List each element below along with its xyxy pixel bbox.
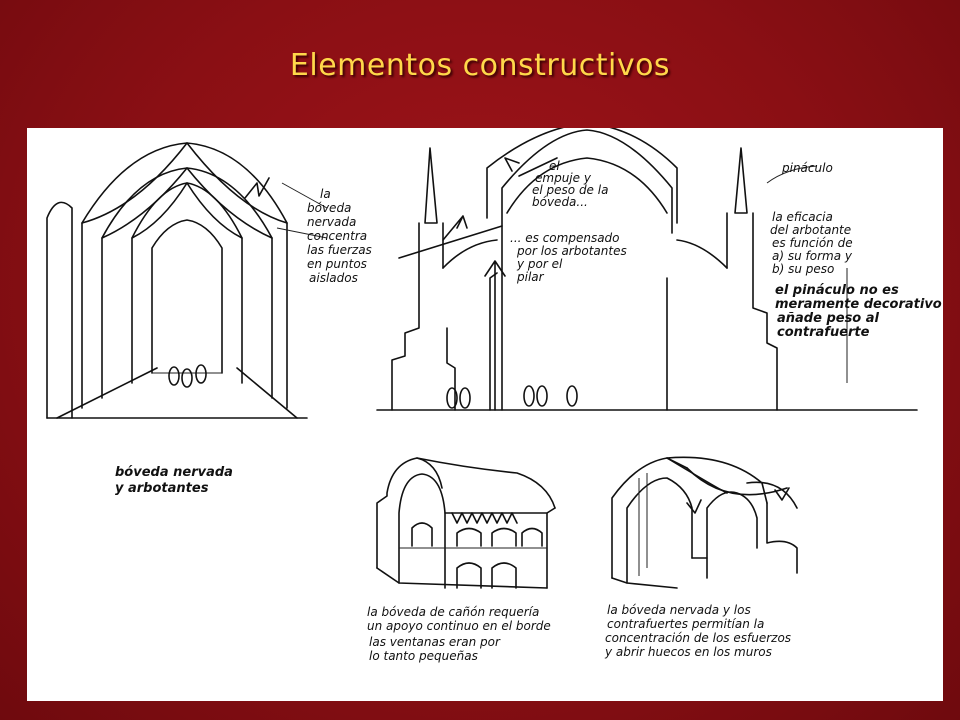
thrust-note: el empuje y el peso de la bóveda...	[532, 159, 608, 209]
barrel-caption-line: lo tanto pequeñas	[369, 649, 478, 663]
ribbed-caption: la bóveda nervada y los contrafuertes pe…	[604, 603, 791, 659]
pinnacle-note-line: añade peso al	[777, 311, 880, 326]
thrust-note-line: el	[549, 159, 560, 173]
ribbed-caption-line: la bóveda nervada y los	[607, 603, 751, 617]
pinnacle-label: pináculo	[781, 161, 833, 175]
ribbed-caption-line: y abrir huecos en los muros	[604, 645, 772, 659]
pinnacle-note-line: el pináculo no es	[775, 283, 899, 298]
ribbed-caption-line: concentración de los esfuerzos	[605, 631, 791, 645]
barrel-caption-line: la bóveda de cañón requería	[367, 605, 539, 619]
barrel-caption-line: un apoyo continuo en el borde	[367, 619, 551, 633]
vault-note-line: bóveda	[307, 201, 351, 215]
ribbed-caption-line: contrafuertes permitían la	[607, 617, 764, 631]
ribbed-vault-sketch	[611, 456, 798, 589]
vault-note-line: la	[320, 187, 331, 201]
barrel-caption-line: las ventanas eran por	[369, 635, 501, 649]
thrust-note-line: bóveda...	[532, 195, 588, 209]
pilgrim-figures	[446, 385, 578, 409]
slide-title: Elementos constructivos	[289, 48, 671, 83]
efficacy-note-line: es función de	[772, 236, 853, 250]
pinnacle-note: el pináculo no es meramente decorativo a…	[775, 283, 942, 340]
diagram-panel: la bóveda nervada concentra las fuerzas …	[27, 128, 943, 701]
efficacy-note: la eficacia del arbotante es función de …	[770, 210, 853, 276]
efficacy-note-line: del arbotante	[770, 223, 851, 237]
vault-note: la bóveda nervada concentra las fuerzas …	[307, 187, 372, 285]
thrust-note-line: el peso de la	[532, 183, 608, 197]
compensation-note-line: y por el	[516, 257, 563, 271]
efficacy-note-line: b) su peso	[772, 262, 834, 276]
compensation-note-line: pilar	[516, 270, 545, 284]
barrel-caption: la bóveda de cañón requería un apoyo con…	[367, 605, 551, 663]
compensation-note: ... es compensado por los arbotantes y p…	[510, 231, 627, 284]
pinnacle-note-line: meramente decorativo	[775, 297, 942, 312]
vault-note-line: las fuerzas	[307, 243, 372, 257]
nave-caption: bóveda nervada y arbotantes	[115, 465, 233, 496]
compensation-note-line: ... es compensado	[510, 231, 620, 245]
cathedral-section-sketch	[376, 128, 918, 411]
nave-caption-line: bóveda nervada	[115, 465, 233, 480]
vault-note-line: aislados	[309, 271, 358, 285]
vault-note-line: en puntos	[307, 257, 367, 271]
vault-note-line: nervada	[307, 215, 356, 229]
pinnacle-note-line: contrafuerte	[777, 325, 870, 340]
vault-note-line: concentra	[307, 229, 367, 243]
barrel-vault-sketch	[376, 457, 556, 589]
compensation-note-line: por los arbotantes	[516, 244, 627, 258]
nave-interior-sketch	[46, 142, 328, 419]
nave-caption-line: y arbotantes	[115, 481, 209, 496]
gothic-diagram: la bóveda nervada concentra las fuerzas …	[46, 128, 942, 663]
thrust-note-line: empuje y	[535, 171, 592, 185]
efficacy-note-line: a) su forma y	[772, 249, 853, 263]
efficacy-note-line: la eficacia	[772, 210, 833, 224]
